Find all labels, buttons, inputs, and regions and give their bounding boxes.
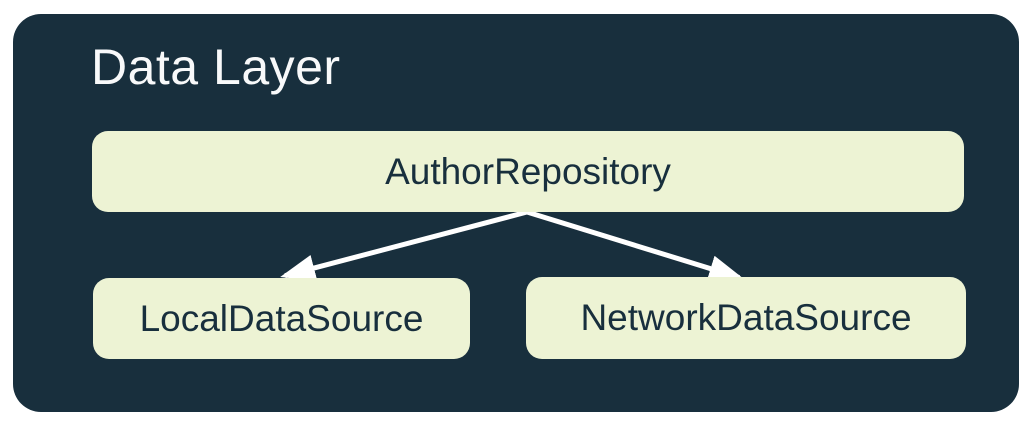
node-author-repository: AuthorRepository (92, 131, 964, 212)
node-network-data-source: NetworkDataSource (526, 277, 966, 359)
data-layer-panel: Data Layer AuthorRepository LocalDataSou… (13, 14, 1019, 412)
node-local-data-source-label: LocalDataSource (139, 297, 424, 339)
panel-title: Data Layer (91, 39, 341, 95)
arrow-repository-to-local (280, 209, 528, 282)
node-author-repository-label: AuthorRepository (385, 150, 671, 192)
arrow-repository-to-network (526, 209, 744, 282)
node-local-data-source: LocalDataSource (93, 278, 470, 359)
node-network-data-source-label: NetworkDataSource (580, 297, 912, 338)
